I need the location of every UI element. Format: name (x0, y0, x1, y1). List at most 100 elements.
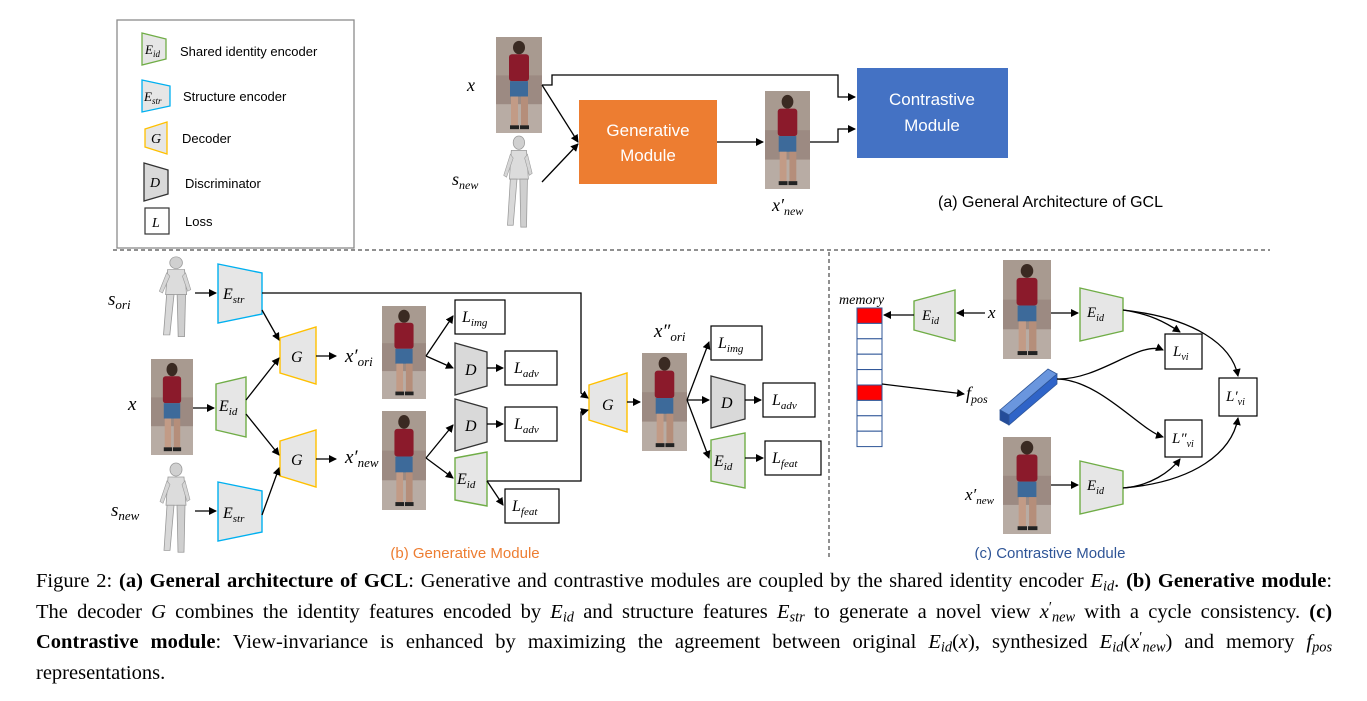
memory-cell (856, 307, 883, 324)
panel-c-f-pos-label: fpos (966, 383, 988, 406)
legend-label-loss: Loss (185, 214, 213, 229)
panel-b-x-ori-prime-image (382, 306, 426, 399)
legend-label-decoder: Decoder (182, 131, 232, 146)
caption-a-bold: (a) General architecture of GCL (119, 570, 409, 592)
svg-text:Eid: Eid (456, 471, 476, 491)
svg-text:Estr: Estr (222, 505, 245, 525)
panel-c-x-image (1003, 260, 1051, 359)
svg-text:Eid: Eid (1086, 478, 1105, 497)
svg-text:Estr: Estr (143, 89, 162, 106)
svg-text:Eid: Eid (921, 308, 940, 327)
panel-a-structure-mesh (504, 136, 533, 227)
panel-b-e-str-top (217, 263, 263, 324)
svg-text:Ladv: Ladv (513, 360, 539, 380)
panel-c-l-vi-dprime (1164, 419, 1203, 458)
panel-a-x-new-label: x′new (771, 195, 803, 218)
panel-a-caption: (a) General Architecture of GCL (938, 194, 1163, 211)
legend: Eid Shared identity encoder Estr Structu… (116, 19, 355, 249)
panel-c-caption: (c) Contrastive Module (975, 545, 1126, 560)
svg-text:G: G (602, 397, 614, 414)
legend-frame (116, 19, 355, 249)
figure-2-diagram: Eid Shared identity encoder Estr Structu… (108, 19, 1270, 560)
panel-a: x snew Generative Module Contrastive Mod… (452, 37, 1163, 227)
panel-c-e-id-x-new (1079, 460, 1124, 515)
memory-cell (856, 430, 883, 448)
panel-c-x-new-image (1003, 437, 1051, 534)
panel-b-e-str-bottom (217, 481, 263, 542)
legend-label-e-id: Shared identity encoder (180, 44, 318, 59)
panel-b-e-id-3 (710, 432, 746, 489)
memory-cell (856, 384, 883, 401)
svg-text:D: D (149, 176, 160, 191)
panel-b-l-feat-2 (764, 440, 822, 476)
svg-text:Lfeat: Lfeat (511, 498, 538, 518)
panel-b-x-new-prime-image (382, 411, 426, 510)
legend-item-discriminator: D Discriminator (143, 162, 262, 202)
svg-text:L″vi: L″vi (1171, 431, 1194, 450)
panel-c: memory Eid x Eid fpos Lvi L″vi L′vi x′ne… (839, 260, 1258, 560)
panel-a-arrows (541, 74, 856, 183)
svg-text:G: G (151, 132, 161, 147)
panel-b-l-adv-2 (504, 406, 558, 442)
figure-caption: Figure 2: (a) General architecture of GC… (36, 570, 1333, 684)
panel-b-s-ori-mesh (159, 257, 191, 337)
panel-c-e-id-memory (913, 289, 956, 342)
memory-label: memory (839, 293, 885, 308)
panel-b-l-adv-1 (504, 350, 558, 386)
svg-text:D: D (464, 362, 477, 379)
panel-b-x-ori-prime-label: x′ori (344, 346, 373, 369)
panel-b-l-adv-3 (762, 382, 816, 418)
svg-text:Limg: Limg (717, 335, 744, 355)
svg-text:Ladv: Ladv (513, 416, 539, 436)
memory-bank (856, 307, 883, 448)
generative-module-box (579, 100, 717, 184)
svg-text:G: G (291, 349, 303, 366)
svg-text:Generative: Generative (606, 121, 689, 140)
panel-b-arrows (193, 289, 764, 516)
legend-item-loss: L Loss (144, 207, 213, 235)
svg-text:Ladv: Ladv (771, 392, 797, 412)
caption-label: Figure 2: (36, 570, 113, 592)
panel-c-l-vi-prime (1218, 377, 1258, 417)
legend-item-e-id: Eid Shared identity encoder (141, 32, 318, 66)
panel-b-l-img-2 (710, 325, 763, 361)
memory-cell (856, 399, 883, 417)
panel-b-x-image (151, 359, 193, 455)
svg-text:Eid: Eid (218, 398, 238, 418)
caption-c-bold: (c) Contrastive module (36, 600, 1333, 654)
panel-b-s-ori-label: sori (108, 289, 131, 312)
legend-label-e-str: Structure encoder (183, 89, 287, 104)
panel-a-x-label: x (466, 75, 475, 95)
panel-b-x-ori-dprime-label: x″ori (653, 321, 686, 344)
svg-text:Contrastive: Contrastive (889, 90, 975, 109)
legend-item-decoder: G Decoder (144, 121, 232, 155)
panel-b-x-new-prime-label: x′new (344, 447, 379, 470)
svg-text:Eid: Eid (713, 453, 733, 473)
panel-b-l-img-1 (454, 299, 506, 335)
panel-c-e-id-x (1079, 287, 1124, 342)
memory-cell (856, 322, 883, 340)
svg-text:L′vi: L′vi (1225, 389, 1245, 408)
svg-text:Lvi: Lvi (1172, 344, 1189, 363)
panel-b-caption: (b) Generative Module (390, 545, 539, 560)
legend-item-e-str: Estr Structure encoder (141, 79, 287, 113)
panel-b-discriminator-3 (710, 375, 746, 429)
panel-b-x-ori-dprime-image (642, 353, 687, 451)
svg-text:Estr: Estr (222, 286, 245, 306)
panel-b-s-new-label: snew (111, 500, 140, 523)
svg-text:Lfeat: Lfeat (771, 450, 798, 470)
panel-b-decoder-top (279, 326, 317, 385)
panel-b-discriminator-1 (454, 342, 488, 396)
panel-c-arrows (881, 309, 1241, 489)
panel-c-x-new-label: x′new (964, 485, 995, 507)
panel-a-person-image (496, 37, 542, 133)
panel-a-generated-image (765, 91, 810, 189)
svg-text:D: D (464, 418, 477, 435)
svg-text:Module: Module (620, 146, 676, 165)
svg-text:Limg: Limg (461, 309, 488, 329)
svg-text:Eid: Eid (1086, 305, 1105, 324)
caption-b-bold: (b) Generative module (1126, 570, 1327, 592)
panel-c-l-vi (1164, 333, 1203, 370)
panel-b: sori x snew Estr Eid Estr G G x′ori x′ne… (108, 257, 822, 560)
f-pos-feature-bar (999, 368, 1058, 426)
